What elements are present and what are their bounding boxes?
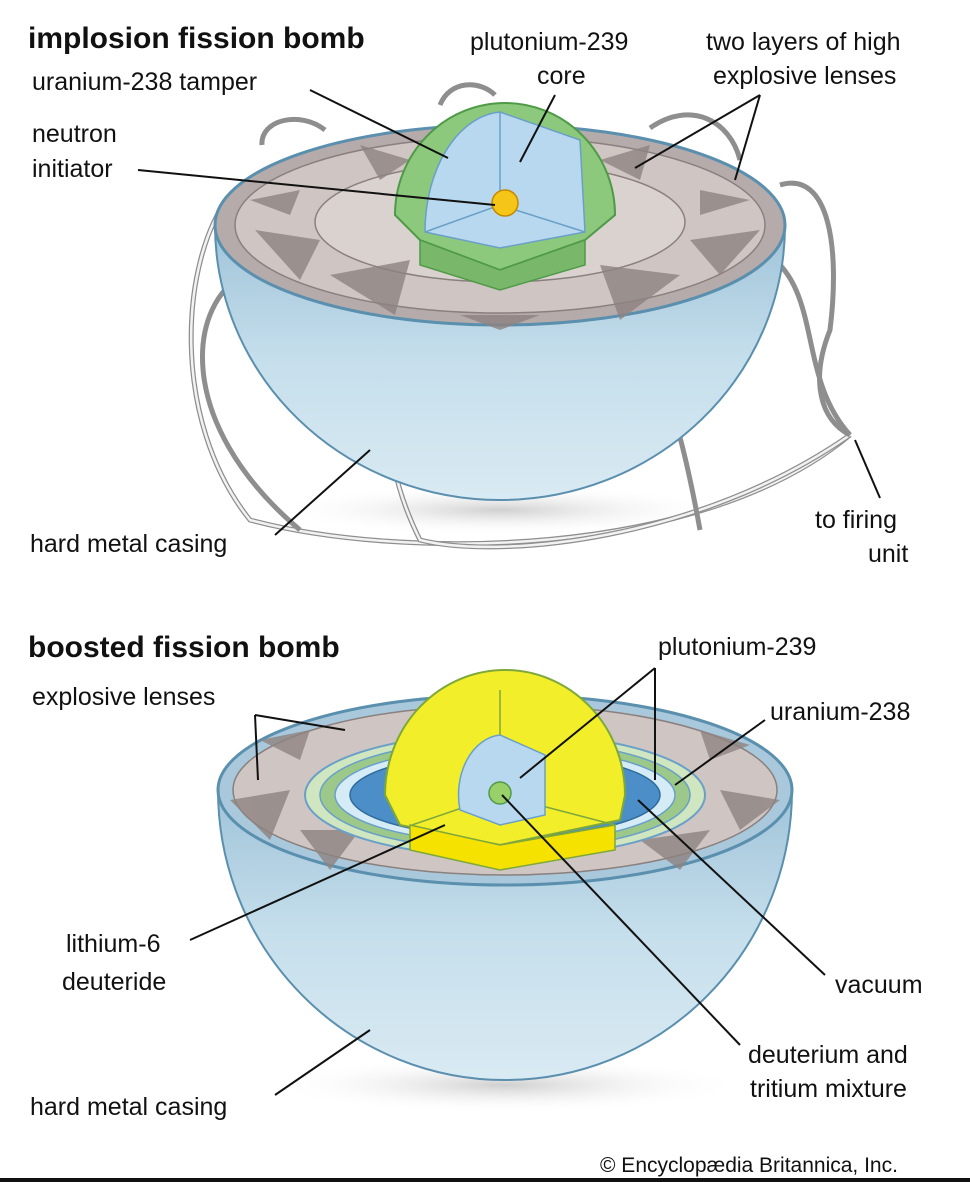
shadow bbox=[270, 485, 730, 535]
label-dt: deuterium and tritium mixture bbox=[748, 1041, 915, 1103]
leader-lenses-bottom bbox=[254, 714, 346, 781]
leader-firing bbox=[854, 439, 881, 499]
tamper-cut-face bbox=[419, 238, 586, 291]
leader-vacuum bbox=[637, 799, 826, 976]
label-plutonium: plutonium-239 bbox=[658, 633, 816, 661]
leader-dt bbox=[501, 794, 741, 1046]
title-boosted: boosted fission bomb bbox=[28, 631, 340, 664]
label-lenses: two layers of high explosive lenses bbox=[706, 28, 908, 90]
tamper-and-core bbox=[393, 102, 617, 291]
lens-triangles bbox=[250, 145, 760, 330]
label-tamper: uranium-238 tamper bbox=[32, 68, 257, 96]
label-lenses-bottom: explosive lenses bbox=[32, 683, 215, 711]
label-firing: to firing unit bbox=[815, 506, 908, 568]
leader-casing-bottom bbox=[274, 1029, 371, 1096]
plutonium-core bbox=[457, 734, 546, 826]
label-core: plutonium-239 core bbox=[470, 28, 635, 90]
wires bbox=[188, 82, 852, 550]
label-initiator: neutron initiator bbox=[32, 120, 124, 183]
neutron-initiator bbox=[491, 189, 519, 217]
label-vacuum: vacuum bbox=[835, 971, 923, 999]
leader-lenses bbox=[634, 94, 761, 181]
title-implosion: implosion fission bomb bbox=[28, 22, 365, 55]
leader-plutonium bbox=[519, 667, 656, 780]
label-lithium: lithium-6 deuteride bbox=[62, 930, 167, 996]
shadow bbox=[265, 1057, 745, 1113]
leader-uranium bbox=[674, 719, 766, 786]
label-uranium: uranium-238 bbox=[770, 698, 910, 726]
leader-casing-top bbox=[274, 449, 371, 536]
implosion-bomb-illustration bbox=[188, 82, 852, 550]
leader-core bbox=[519, 94, 556, 163]
lens-triangles bbox=[230, 730, 780, 870]
label-casing-bottom: hard metal casing bbox=[30, 1093, 227, 1121]
leader-lithium bbox=[189, 824, 446, 941]
boosted-bomb-illustration bbox=[216, 669, 794, 1113]
bottom-border bbox=[0, 1178, 970, 1182]
leader-tamper bbox=[309, 89, 449, 159]
label-casing-top: hard metal casing bbox=[30, 530, 227, 558]
leader-initiator bbox=[137, 169, 496, 206]
copyright-credit: © Encyclopædia Britannica, Inc. bbox=[600, 1154, 898, 1177]
